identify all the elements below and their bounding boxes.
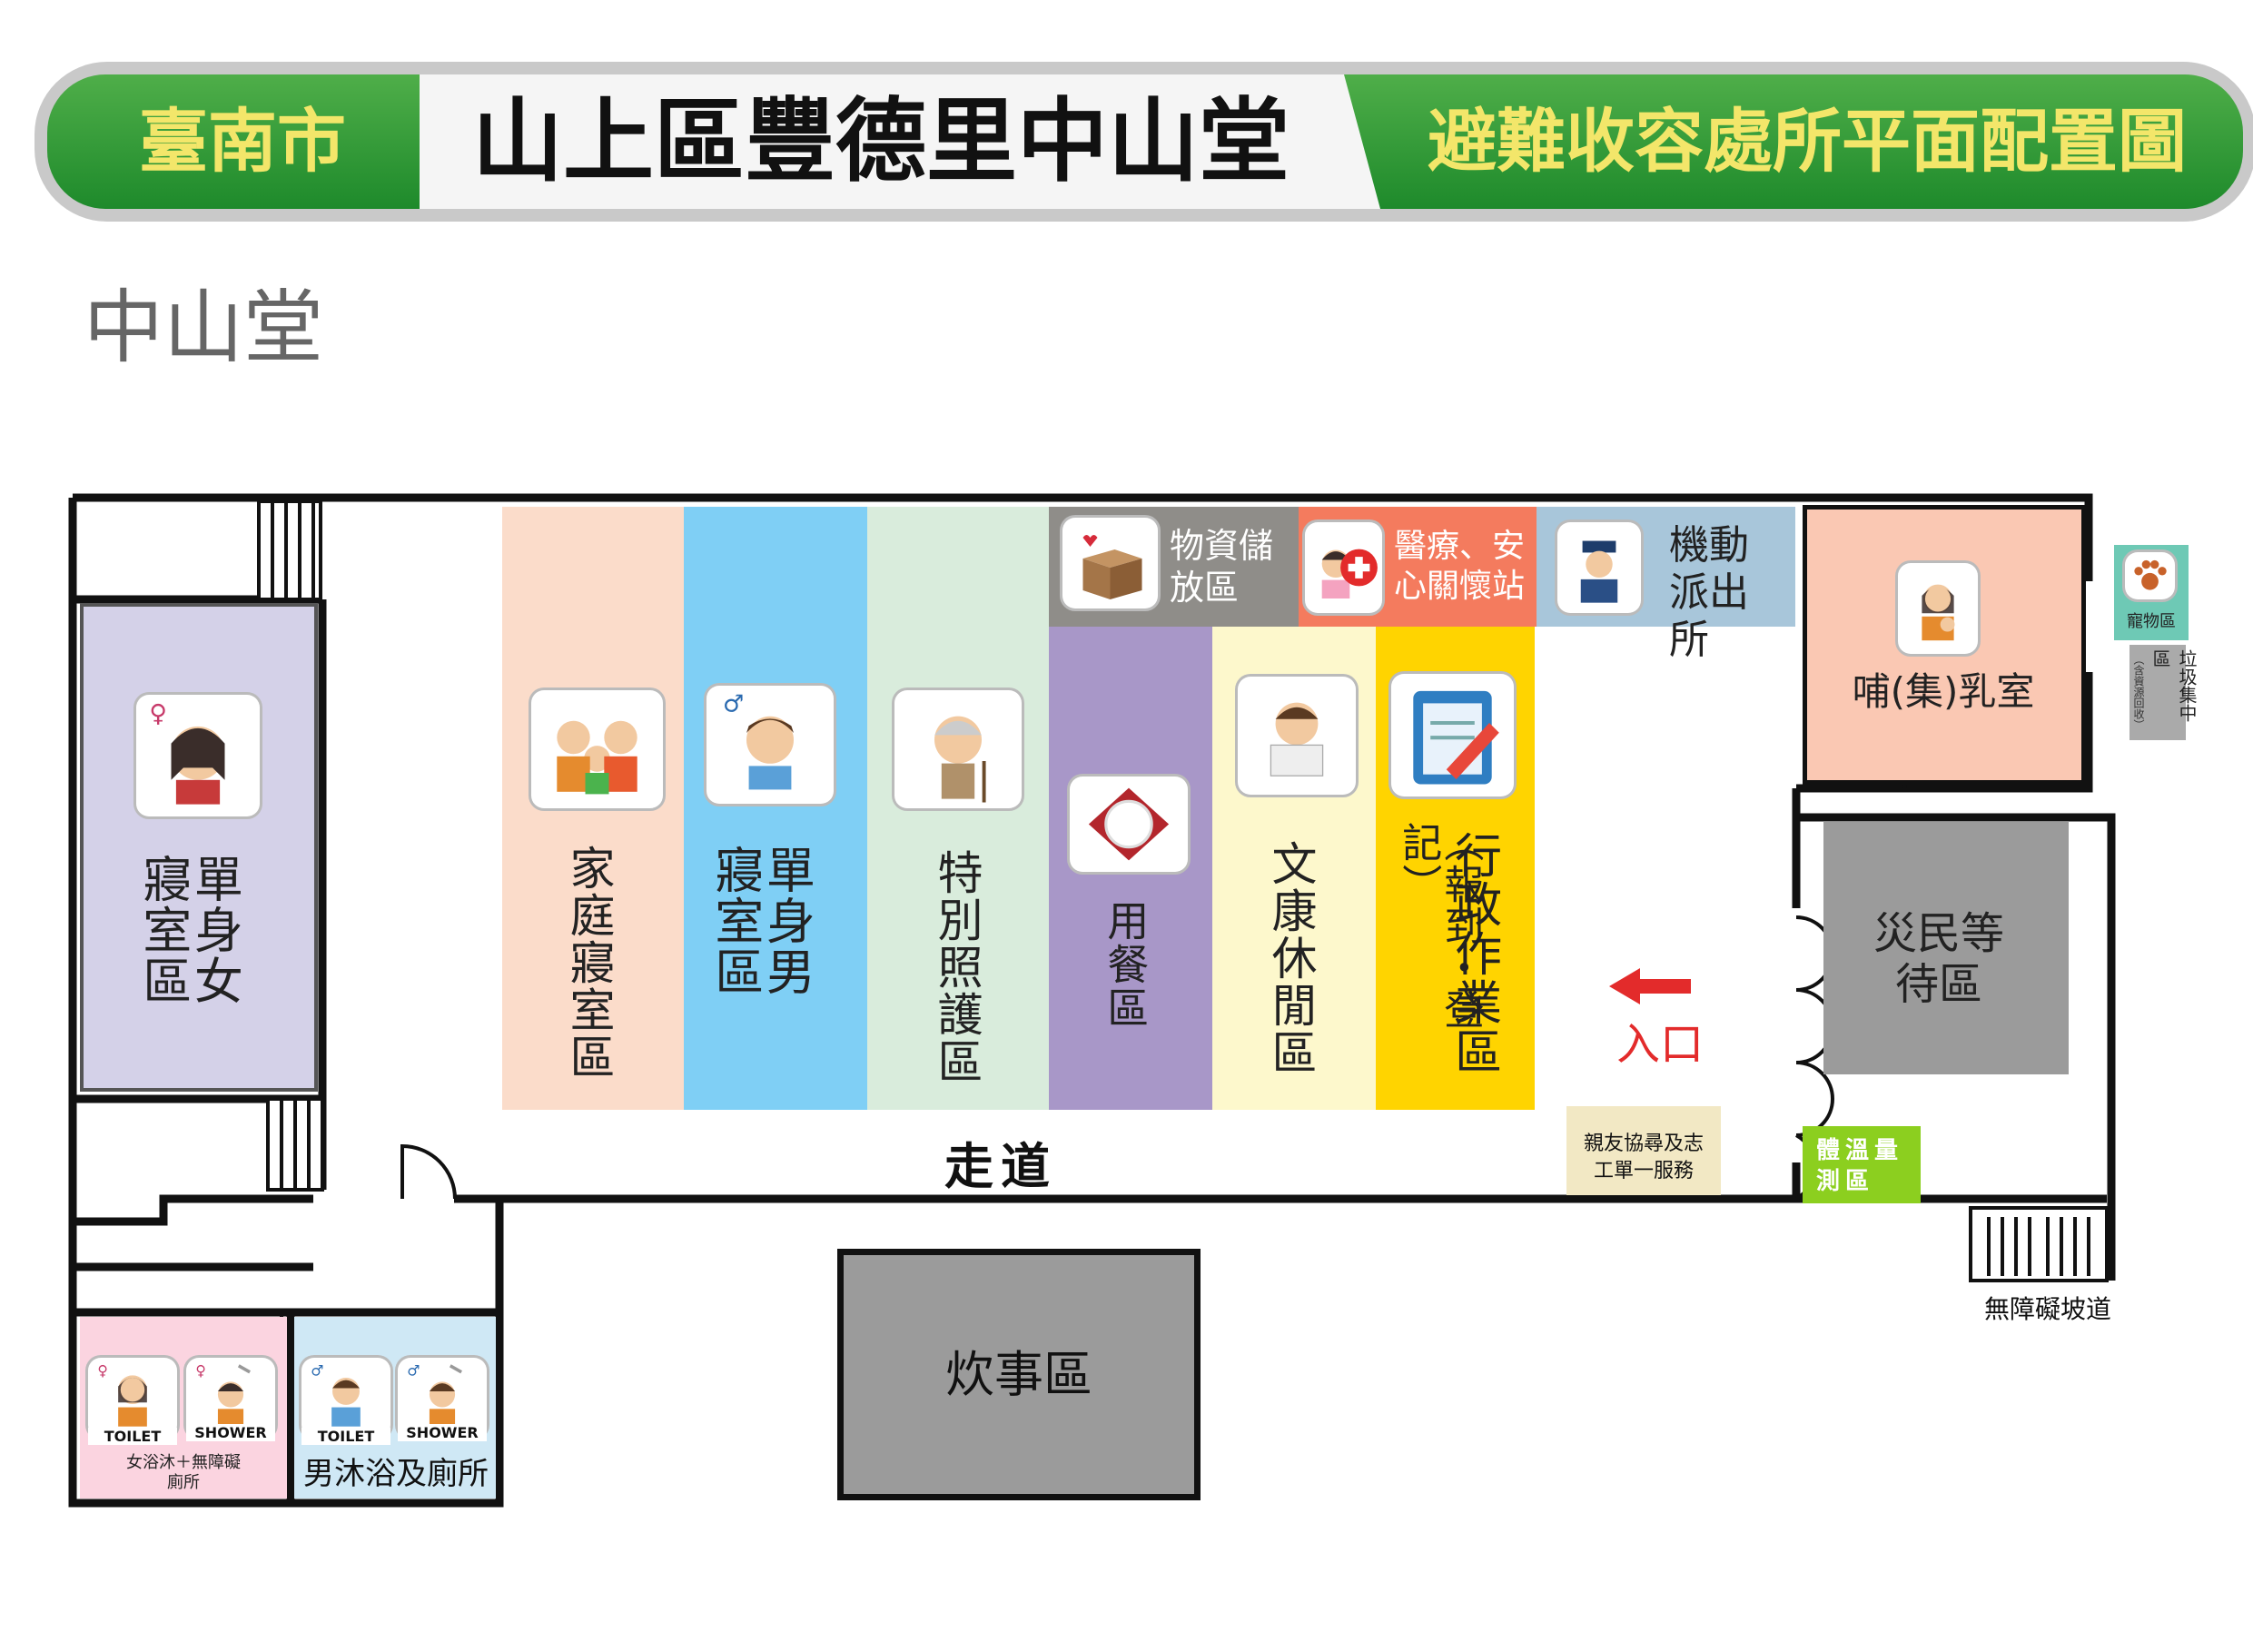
label-admin-note: （報到・登記） (1395, 822, 1484, 1031)
female-toilet-caption: TOILET (88, 1428, 177, 1445)
label-special-care: 特別照護區 (930, 849, 983, 1085)
label-single-male: 單身男寢室區 (706, 845, 815, 997)
zone-single-female (80, 603, 318, 1092)
label-recreation: 文康休閒區 (1264, 840, 1318, 1076)
label-police: 機動派出所 (1669, 522, 1749, 663)
zone-garbage (2129, 645, 2186, 740)
banner-right (1344, 74, 2243, 209)
police-icon (1557, 522, 1641, 613)
zone-special-care (867, 507, 1049, 1110)
label-female-bath: 女浴沐＋無障礙廁所 (126, 1453, 241, 1492)
label-entrance: 入口 (1616, 1019, 1705, 1070)
svg-text:♂: ♂ (407, 1361, 420, 1379)
female-toilet-icon: ♀ (88, 1358, 177, 1438)
label-single-female: 單身女寢室區 (133, 854, 243, 1006)
zone-temperature (1803, 1126, 1921, 1203)
label-garbage: 垃圾集中區 (2149, 649, 2198, 722)
label-family-service: 親友協尋及志工單一服務 (1583, 1133, 1704, 1182)
label-corridor: 走道 (944, 1138, 1057, 1195)
male-sleeping-icon: ♂ (707, 686, 834, 804)
label-garbage-note: （含資源回收） (2132, 654, 2145, 730)
label-pet: 寵物區 (2127, 612, 2176, 631)
banner-title-text: 山上區豐德里中山堂 (472, 88, 1290, 194)
label-ramp: 無障礙坡道 (1984, 1294, 2112, 1324)
zone-waiting (1823, 822, 2069, 1074)
male-shower-caption: SHOWER (398, 1424, 487, 1441)
banner-subtitle-text: 避難收容處所平面配置圖 (1428, 101, 2187, 182)
male-toilet-caption: TOILET (301, 1428, 390, 1445)
dining-plate-icon (1070, 777, 1188, 872)
banner-city-text: 臺南市 (139, 101, 346, 182)
zone-single-male (684, 507, 867, 1110)
entrance-arrow-icon (1609, 968, 1691, 1004)
label-medical: 醫療、安心關懷站 (1394, 528, 1526, 605)
svg-text:♀: ♀ (149, 699, 167, 727)
label-supplies: 物資儲放區 (1170, 526, 1274, 608)
label-temperature: 體溫量測區 (1816, 1137, 1904, 1195)
female-sleeping-icon: ♀ (136, 695, 260, 816)
nurse-icon (1305, 522, 1382, 613)
banner-center (420, 74, 1391, 209)
svg-text:♀: ♀ (195, 1361, 206, 1379)
banner-left-city (47, 74, 438, 209)
zone-kitchen (837, 1249, 1201, 1500)
page-heading: 中山堂 (84, 281, 324, 374)
male-toilet-icon: ♂ (301, 1358, 390, 1438)
clipboard-icon (1391, 674, 1514, 796)
label-kitchen: 炊事區 (945, 1346, 1092, 1403)
svg-text:♀: ♀ (97, 1361, 108, 1379)
label-male-bath: 男沐浴及廁所 (303, 1456, 489, 1492)
label-nursing: 哺(集)乳室 (1852, 669, 2035, 714)
label-dining: 用餐區 (1101, 899, 1151, 1030)
svg-text:♂: ♂ (723, 691, 744, 718)
reading-person-icon (1238, 677, 1356, 795)
zone-family-service (1566, 1106, 1721, 1195)
svg-text:♂: ♂ (311, 1361, 323, 1379)
female-shower-caption: SHOWER (186, 1424, 275, 1441)
elderly-icon (894, 690, 1022, 808)
label-family: 家庭寢室區 (562, 845, 616, 1081)
paw-icon (2125, 552, 2175, 599)
label-waiting: 災民等待區 (1873, 908, 2004, 1010)
supplies-box-icon (1062, 518, 1158, 608)
zone-family (502, 507, 684, 1110)
label-admin-main: 行政作業區 (1446, 831, 1501, 1076)
family-icon (531, 690, 663, 808)
mother-baby-icon (1898, 563, 1978, 654)
